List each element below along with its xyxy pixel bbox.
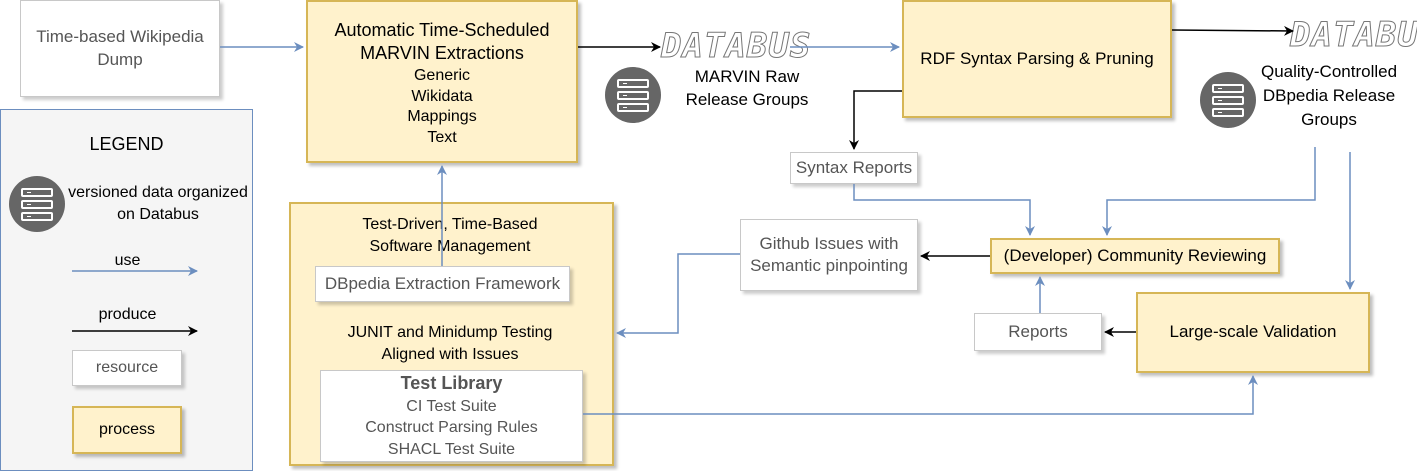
github-to-testdriven-arrow: [616, 253, 740, 338]
syntax-reports-label: Syntax Reports: [795, 157, 913, 177]
github-issues-label: Github Issues with Semantic pinpointing: [750, 233, 908, 275]
wikipedia-dump-label: Time-based Wikipedia Dump: [36, 27, 204, 69]
test-library-item: Construct Parsing Rules: [365, 419, 538, 437]
extraction-framework-label: DBpedia Extraction Framework: [324, 273, 561, 293]
junit-title: JUNIT and Minidump Testing Aligned with …: [347, 324, 553, 363]
marvin-item: Wikidata: [411, 87, 473, 105]
legend-process-box: process: [72, 406, 182, 454]
community-reviewing-box: (Developer) Community Reviewing: [990, 238, 1280, 274]
github-issues-box: Github Issues with Semantic pinpointing: [740, 219, 918, 291]
test-library-box: Test Library CI Test Suite Construct Par…: [320, 370, 583, 462]
legend-title: LEGEND: [89, 134, 164, 154]
database-icon: [605, 67, 661, 123]
legend-versioned-data: versioned data organized on Databus: [68, 184, 248, 223]
marvin-item: Text: [427, 129, 457, 147]
database-icon: [9, 176, 65, 232]
rdf-to-syntax-reports-arrow: [849, 90, 902, 150]
marvin-item: Generic: [413, 66, 471, 84]
syntax-to-community-arrow: [853, 184, 1035, 236]
reports-box: Reports: [974, 313, 1102, 351]
large-scale-validation-label: Large-scale Validation: [1169, 322, 1337, 342]
quality-to-community-arrow: [1102, 147, 1316, 236]
legend-resource-box: resource: [72, 350, 182, 386]
rdf-parsing-label: RDF Syntax Parsing & Pruning: [920, 48, 1154, 68]
community-reviewing-label: (Developer) Community Reviewing: [1003, 245, 1267, 265]
rdf-to-databus-arrow: [1171, 25, 1294, 36]
marvin-item: Mappings: [407, 108, 477, 126]
databus-logo: DATABUS: [660, 26, 812, 67]
wikipedia-dump-box: Time-based Wikipedia Dump: [20, 0, 220, 97]
legend-use-label: use: [114, 252, 141, 269]
reports-label: Reports: [1008, 321, 1068, 341]
database-icon: [1200, 72, 1256, 128]
test-library-item: SHACL Test Suite: [387, 440, 516, 458]
syntax-reports-box: Syntax Reports: [790, 152, 918, 184]
quality-groups-label: Quality-Controlled DBpedia Release Group…: [1260, 62, 1398, 129]
marvin-extractions-title: Automatic Time-Scheduled MARVIN Extracti…: [334, 20, 550, 64]
test-library-item: CI Test Suite: [406, 397, 497, 415]
test-library-title: Test Library: [400, 373, 503, 394]
test-driven-title: Test-Driven, Time-Based Software Managem…: [362, 216, 538, 255]
rdf-parsing-box: RDF Syntax Parsing & Pruning: [902, 0, 1172, 118]
databus-logo: DATABUS: [1289, 15, 1417, 56]
extraction-framework-box: DBpedia Extraction Framework: [315, 266, 570, 302]
marvin-extractions-box: Automatic Time-Scheduled MARVIN Extracti…: [306, 0, 578, 163]
legend-produce-label: produce: [98, 306, 157, 323]
large-scale-validation-box: Large-scale Validation: [1136, 292, 1370, 373]
marvin-raw-label: MARVIN Raw Release Groups: [685, 67, 809, 109]
testlib-to-validation-arrow: [583, 375, 1258, 415]
